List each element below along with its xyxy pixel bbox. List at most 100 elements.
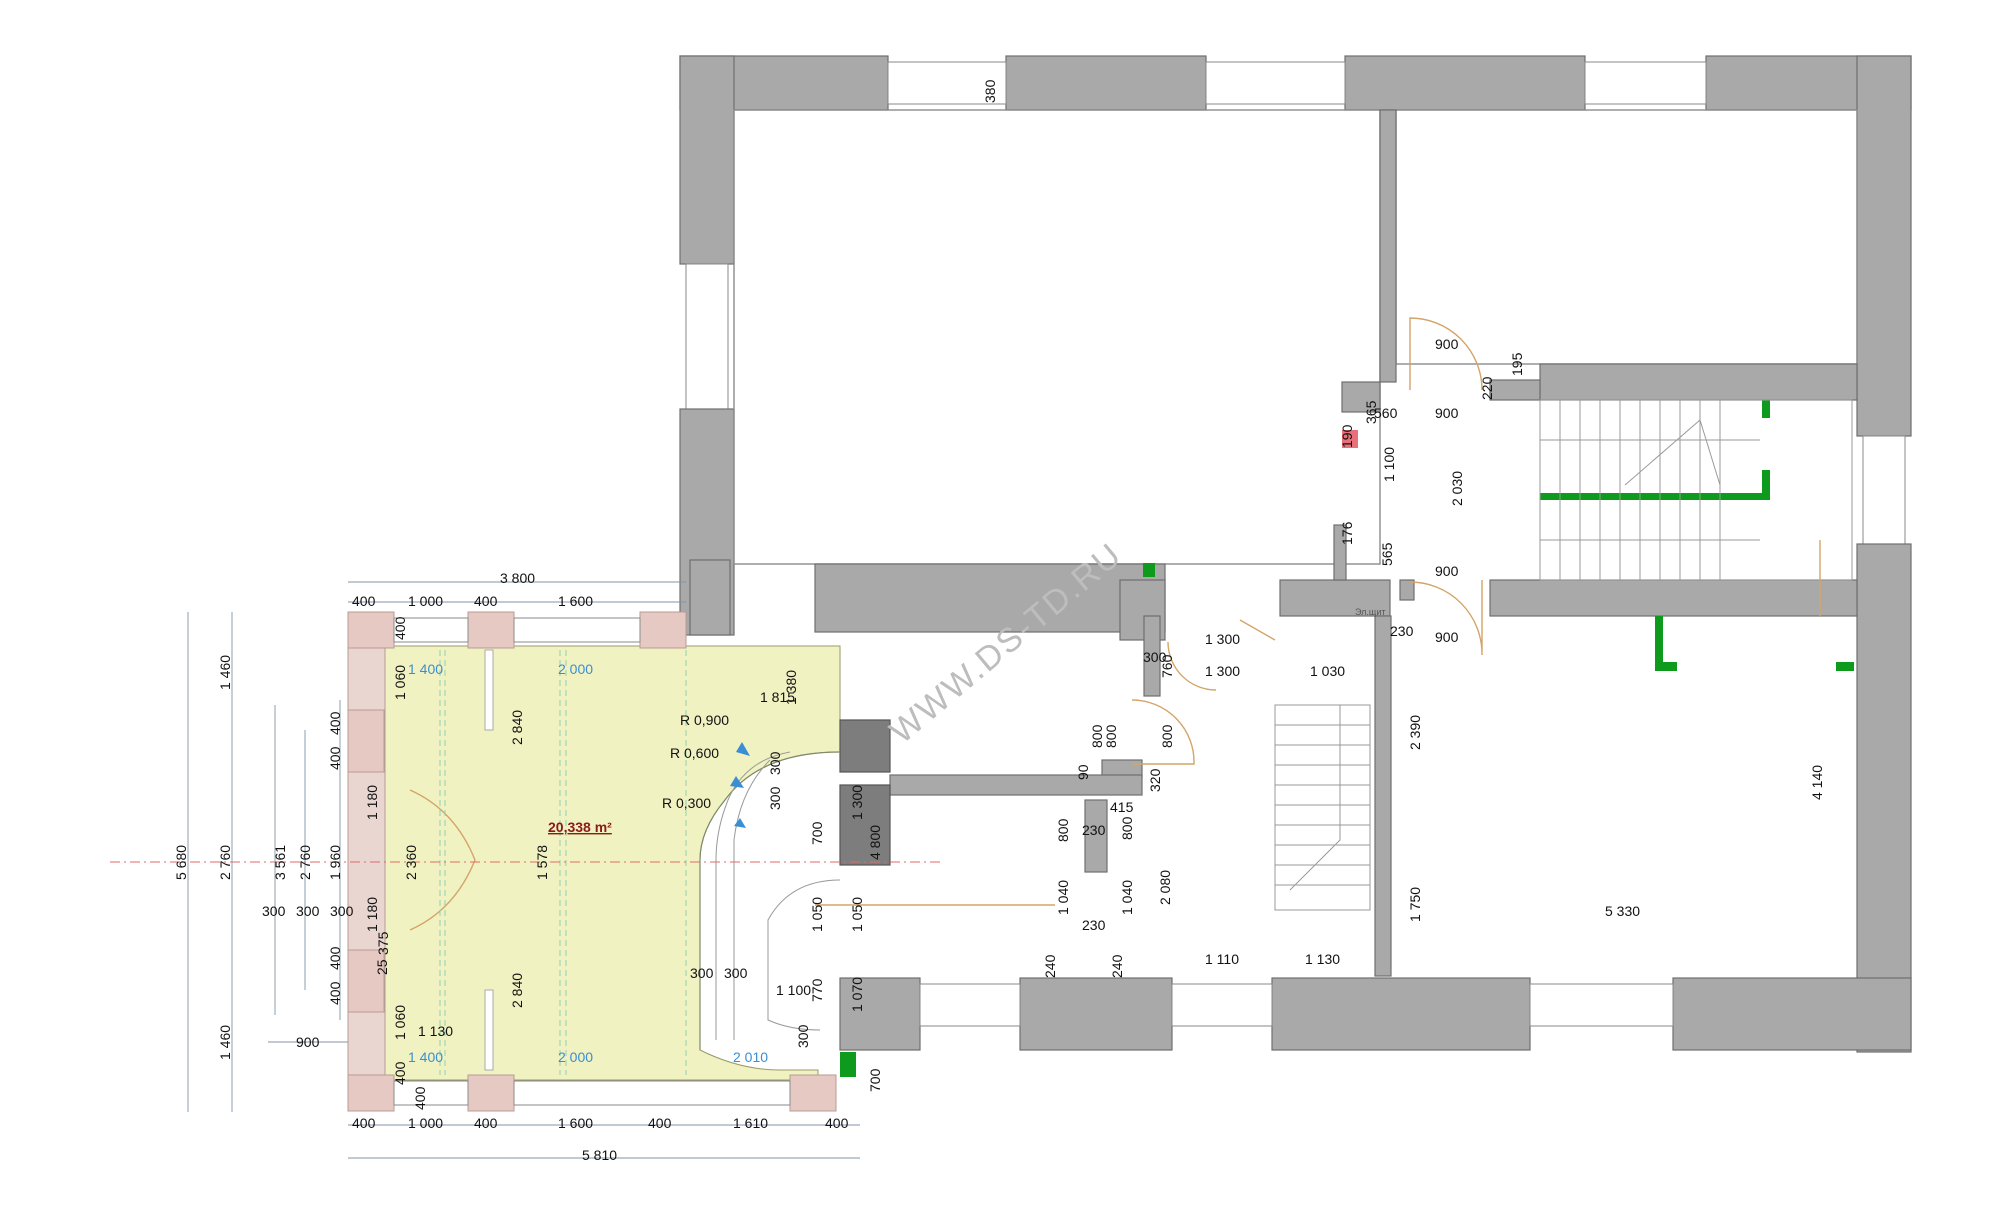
green-accent-8 [840,1052,856,1077]
dim-left-s4: 400 [327,946,343,970]
center-dim-2: 1 300 [1205,663,1240,679]
room-upper-right [1395,109,1858,365]
curve-dim-14: 1 070 [849,977,865,1012]
wall-stair-top-stub [1489,379,1541,401]
chimney-block-2 [839,784,891,866]
curve-dim-16: 700 [867,1068,883,1092]
right-dim-10: 2 030 [1449,471,1465,506]
center-dim-3: 1 030 [1310,663,1345,679]
curve-dim-7: 4 800 [867,825,883,860]
green-accent-3 [1762,470,1770,500]
wall-top-3 [1344,55,1586,111]
wall-stub-176 [1333,524,1347,581]
window-right-1 [1862,435,1906,545]
dim-inner-10: 2 840 [509,973,525,1008]
wall-bottom-4 [1672,977,1912,1051]
center-dim-21: 1 110 [1205,951,1239,967]
center-dim-10: 320 [1147,768,1163,792]
wall-bottom-3 [1271,977,1531,1051]
center-dim-13: 230 [1082,822,1106,838]
right-dim-9: 1 100 [1381,447,1397,482]
curve-dim-9: 1 050 [849,897,865,932]
wall-mid-right-1 [1279,579,1391,617]
curve-dim-8: 1 050 [809,897,825,932]
radius-600: R 0,600 [670,745,719,761]
curve-dim-3: 300 [767,751,783,775]
annex-walls [347,611,837,1112]
highlighted-room [384,645,841,1081]
right-dim-6: 900 [1435,405,1459,421]
dim-inner-blue-3: 1 400 [408,1049,443,1065]
window-bottom-3 [1529,983,1674,1027]
center-dim-4: 300 [1143,649,1167,665]
right-dim-18: 5 330 [1605,903,1640,919]
partition-lower-stub [1084,799,1108,873]
curve-dim-4: 300 [767,786,783,810]
right-dim-4: 220 [1479,376,1495,400]
radius-arrow-2 [730,776,744,788]
right-dim-14: 230 [1390,623,1414,639]
wall-mid-right-2 [1489,579,1858,617]
wall-stub-565 [1399,579,1415,601]
dim-inner-11: 1 060 [392,1005,408,1040]
right-dim-7: 365 [1363,400,1379,424]
dim-top-total: 3 800 [500,570,535,586]
staircase-upper [1539,399,1853,581]
center-dim-5: 760 [1159,654,1175,678]
dim-bottom-6: 1 610 [733,1115,768,1131]
dim-inner-9: 375 [375,931,391,955]
wall-left-upper [679,55,735,265]
curve-dim-11: 300 [724,965,748,981]
center-dim-18: 1 040 [1119,880,1135,915]
green-accent-5 [1655,616,1663,671]
wall-mid-left [814,563,1166,633]
partition-upper [1379,109,1397,383]
right-dim-15: 900 [1435,629,1459,645]
center-dim-11: 415 [1110,799,1134,815]
dim-inner-blue-5: 2 010 [733,1049,768,1065]
dim-left-total: 5 680 [173,845,189,880]
right-dim-5: 560 [1374,405,1398,421]
dim-inner-2: 400 [392,616,408,640]
dim-bottom-2: 1 000 [408,1115,443,1131]
dim-left-900: 900 [296,1034,320,1050]
right-dim-1: 380 [982,79,998,103]
dim-inner-5: 2 360 [403,845,419,880]
green-accent-2 [1540,493,1770,500]
wall-left-lower [689,559,731,636]
dim-inner-blue-1: 1 400 [408,661,443,677]
dim-inner-blue-2: 2 000 [558,661,593,677]
window-top-1 [887,61,1007,105]
dimension-lines [187,581,860,1159]
dim-left-a1: 1 460 [217,655,233,690]
center-dim-6: 800 [1089,724,1105,748]
partition-stub [1341,381,1381,413]
dim-inner-3: 2 840 [509,710,525,745]
green-accent-4 [1762,400,1770,418]
dim-bottom-5: 400 [648,1115,672,1131]
dim-left-a3: 1 460 [217,1025,233,1060]
curve-dim-10: 300 [690,965,714,981]
dim-bottom-3: 400 [474,1115,498,1131]
dim-bottom-4: 1 600 [558,1115,593,1131]
dim-inner-14: 400 [412,1086,428,1110]
dim-top-2: 1 000 [408,593,443,609]
right-dim-19: 4 140 [1809,765,1825,800]
dim-left-s3: 1 960 [327,845,343,880]
dim-left-s1: 400 [327,711,343,735]
dim-left-300-3: 300 [330,903,354,919]
center-dim-19: 240 [1042,954,1058,978]
dim-inner-6: 1 578 [534,845,550,880]
dim-top-1: 400 [352,593,376,609]
center-dim-1: 1 300 [1205,631,1240,647]
window-left-1 [685,263,729,410]
right-dim-17: 1 750 [1407,887,1423,922]
radius-arrow-3 [734,818,746,828]
green-accent-6 [1655,662,1677,671]
curve-dim-5: 700 [809,821,825,845]
center-dim-22: 1 130 [1305,951,1340,967]
panel-label: Эл.щит [1355,607,1385,617]
annex-inner-post-1 [484,649,494,731]
curve-dim-13: 770 [809,978,825,1002]
